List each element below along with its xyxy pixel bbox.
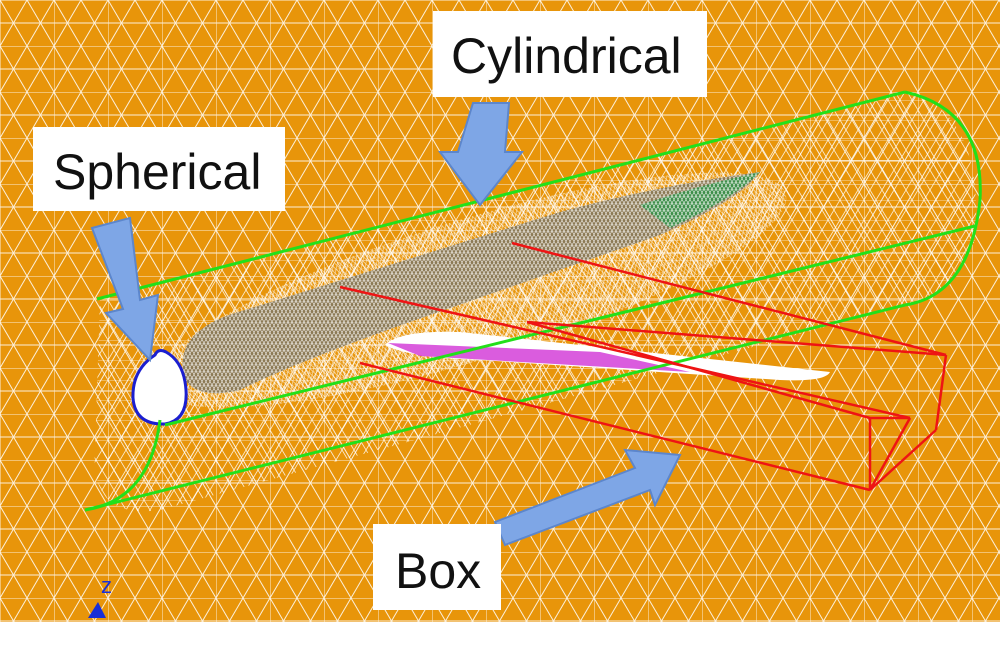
tail-fin-mesh <box>640 172 760 228</box>
fuselage-mesh <box>182 172 760 394</box>
arrow-spherical <box>90 216 160 363</box>
axis-z-label: z <box>101 573 112 598</box>
box-outline <box>339 241 948 492</box>
axis-triad-icon <box>88 602 106 618</box>
label-box: Box <box>373 524 501 610</box>
label-spherical: Spherical <box>33 127 285 211</box>
cylinder-outline <box>84 90 982 512</box>
sphere-outline <box>131 349 188 426</box>
bottom-strip <box>0 622 1000 645</box>
arrow-box <box>493 448 682 547</box>
label-cylindrical: Cylindrical <box>433 11 707 97</box>
arrow-cylindrical <box>437 102 525 207</box>
